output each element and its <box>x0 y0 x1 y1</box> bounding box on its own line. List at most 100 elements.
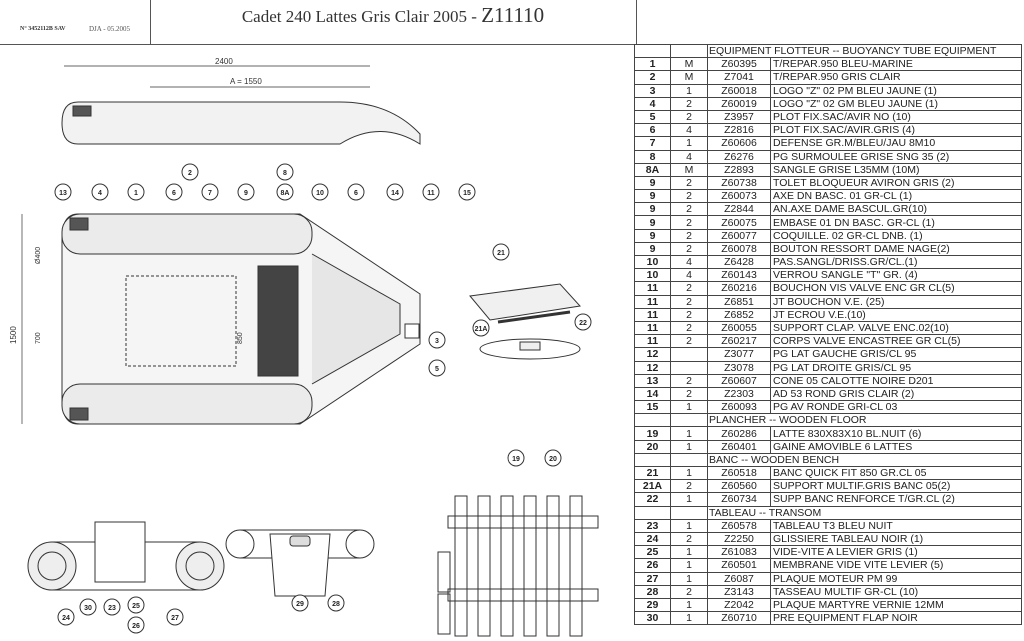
part-code: Z2042 <box>707 597 771 613</box>
title-text: Cadet 240 Lattes Gris Clair 2005 - <box>241 7 482 26</box>
item-number: 9 <box>634 175 671 191</box>
part-code: Z60217 <box>707 334 771 349</box>
callout-label: 5 <box>435 366 439 373</box>
quantity: 2 <box>670 373 708 388</box>
part-code: Z60560 <box>707 479 771 494</box>
callout-label: 6 <box>172 190 176 197</box>
part-description: SUPPORT MULTIF.GRIS BANC 05(2) <box>770 479 1022 494</box>
cell-empty <box>670 413 708 428</box>
floor-slats-detail <box>437 495 599 637</box>
quantity <box>670 347 708 362</box>
callout-circle <box>574 313 592 331</box>
callout-label: 21A <box>475 326 488 333</box>
callout-label: 4 <box>98 190 102 197</box>
quantity: 2 <box>670 531 708 547</box>
dimension-width: 1500 <box>9 326 18 344</box>
part-description: SUPP BANC RENFORCE T/GR.CL (2) <box>770 492 1022 507</box>
part-description: PRE EQUIPMENT FLAP NOIR <box>770 611 1022 626</box>
part-code: Z2816 <box>707 123 771 138</box>
part-code: Z60518 <box>707 465 771 481</box>
section-title: PLANCHER -- WOODEN FLOOR <box>707 413 1022 428</box>
quantity: 2 <box>670 479 708 494</box>
item-number: 21 <box>634 465 671 481</box>
part-code: Z60018 <box>707 83 771 98</box>
item-number: 9 <box>634 202 671 217</box>
quantity: 1 <box>670 518 708 533</box>
part-description: AD 53 ROND GRIS CLAIR (2) <box>770 386 1022 402</box>
part-code: Z60019 <box>707 96 771 111</box>
part-code: Z61083 <box>707 545 771 560</box>
part-code: Z60078 <box>707 241 771 257</box>
part-code: Z3078 <box>707 360 771 375</box>
item-number: 10 <box>634 268 671 283</box>
callout-circle <box>201 183 219 201</box>
part-description: T/REPAR.950 BLEU-MARINE <box>770 57 1022 72</box>
quantity <box>670 360 708 375</box>
item-number: 20 <box>634 439 671 454</box>
cell-empty <box>670 505 708 520</box>
part-description: TABLEAU T3 BLEU NUIT <box>770 518 1022 533</box>
part-code: Z6087 <box>707 571 771 586</box>
callout-label: 8A <box>281 190 290 197</box>
bench-detail <box>469 283 581 360</box>
item-number: 9 <box>634 189 671 204</box>
callout-circle <box>422 183 440 201</box>
quantity: 2 <box>670 334 708 349</box>
item-number: 30 <box>634 611 671 626</box>
title-block-left: N° 3452112B SAV DJA - 05.2005 <box>0 0 151 44</box>
table-section-row: BANC -- WOODEN BENCH <box>634 452 1022 468</box>
quantity: 1 <box>670 558 708 573</box>
part-description: DEFENSE GR.M/BLEU/JAU 8M10 <box>770 136 1022 151</box>
quantity: 2 <box>670 189 708 204</box>
callout-label: 11 <box>427 190 435 197</box>
cell-empty <box>634 413 671 428</box>
item-number: 8 <box>634 149 671 164</box>
quantity: 1 <box>670 545 708 560</box>
quantity: 2 <box>670 241 708 257</box>
quantity: 1 <box>670 426 708 441</box>
part-description: LOGO "Z" 02 PM BLEU JAUNE (1) <box>770 83 1022 98</box>
quantity: 2 <box>670 386 708 402</box>
callout-circle <box>79 598 97 616</box>
part-code: Z2250 <box>707 531 771 547</box>
callout-label: 10 <box>316 190 324 197</box>
part-code: Z2893 <box>707 162 771 177</box>
part-code: Z60216 <box>707 281 771 296</box>
callout-label: 20 <box>549 456 557 463</box>
callout-label: 22 <box>579 320 587 327</box>
part-code: Z7041 <box>707 70 771 85</box>
quantity: 2 <box>670 109 708 125</box>
callout-label: 26 <box>132 623 140 630</box>
side-view-boat: 2400 A = 1550 <box>61 57 421 145</box>
cell-empty <box>634 505 671 520</box>
part-description: TASSEAU MULTIF GR-CL (10) <box>770 584 1022 599</box>
part-code: Z2844 <box>707 202 771 217</box>
quantity: 1 <box>670 492 708 507</box>
cell-empty <box>634 452 671 468</box>
document-title: Cadet 240 Lattes Gris Clair 2005 - Z1111… <box>150 3 636 28</box>
item-number: 12 <box>634 360 671 375</box>
part-code: Z60077 <box>707 228 771 243</box>
part-code: Z60710 <box>707 611 771 626</box>
quantity: 2 <box>670 584 708 599</box>
part-description: VIDE-VITE A LEVIER GRIS (1) <box>770 545 1022 560</box>
dimension-floor: 850 <box>237 332 244 344</box>
callout-circle <box>458 183 476 201</box>
quantity: 4 <box>670 149 708 164</box>
part-code: Z60395 <box>707 57 771 72</box>
callout-label: 28 <box>332 601 340 608</box>
part-code: Z60607 <box>707 373 771 388</box>
